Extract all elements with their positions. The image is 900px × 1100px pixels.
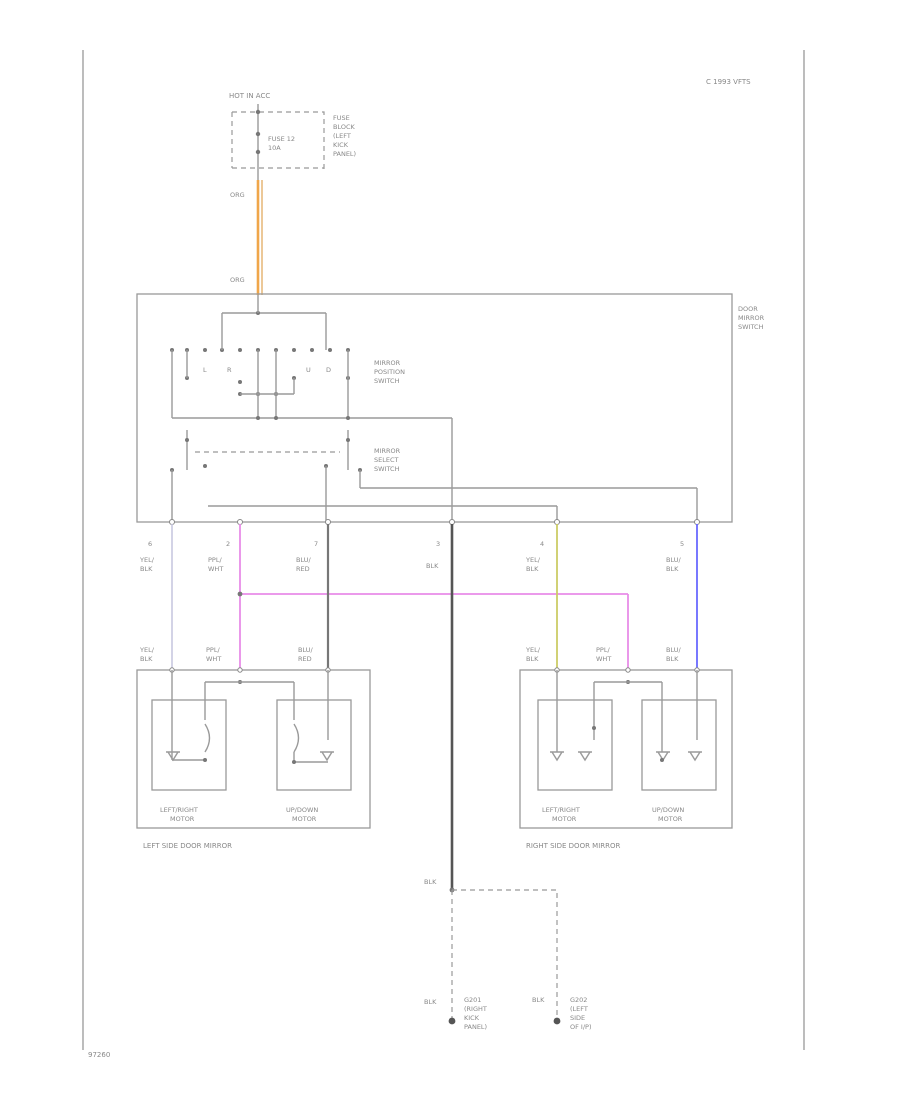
left-lr-motor-label-1: LEFT/RIGHT — [160, 806, 198, 814]
g202-wire-label: BLK — [532, 996, 545, 1004]
right-ud-motor-label-2: MOTOR — [658, 815, 683, 823]
pin-4-number: 4 — [540, 540, 544, 548]
fuse-label-1: FUSE 12 — [268, 135, 295, 143]
pin-7-wire-1: BLU/ — [296, 556, 312, 564]
right-ud-motor — [641, 699, 717, 791]
power-source-label: HOT IN ACC — [229, 92, 270, 100]
position-switch-label-2: POSITION — [374, 368, 405, 376]
pin-4-wire-2: BLK — [526, 565, 539, 573]
fuse-label-2: 10A — [268, 144, 281, 152]
left-mirror-wire-2b: WHT — [206, 655, 221, 663]
ground-circuit: BLK BLK G201 (RIGHT KICK PANEL) BLK G202… — [424, 878, 591, 1031]
wire-org-label-bottom: ORG — [230, 276, 245, 284]
contact-letter-l: L — [203, 366, 207, 374]
g202-label-1: G202 — [570, 996, 587, 1004]
pin-6-wire-1: YEL/ — [139, 556, 155, 564]
page-ref: 97260 — [88, 1051, 110, 1059]
pin-2-wire-2: WHT — [208, 565, 223, 573]
pin-6-number: 6 — [148, 540, 152, 548]
pin-7-number: 7 — [314, 540, 318, 548]
pin-5-wire-1: BLU/ — [666, 556, 682, 564]
g202-label-3: SIDE — [570, 1014, 585, 1022]
right-lr-motor — [537, 699, 613, 791]
right-lr-motor-icon — [550, 751, 564, 762]
page-code: C 1993 VFTS — [706, 78, 751, 86]
mirror-position-switch: L R U D MIRROR POSITION SWITCH — [170, 295, 453, 522]
right-mirror-wire-2b: WHT — [596, 655, 611, 663]
right-mirror-title: RIGHT SIDE DOOR MIRROR — [526, 842, 621, 850]
g202-label-2: (LEFT — [570, 1005, 588, 1013]
g201-label-2: (RIGHT — [464, 1005, 487, 1013]
pin-2-wire-1: PPL/ — [208, 556, 222, 564]
pin-labels: 6 YEL/ BLK 2 PPL/ WHT 7 BLU/ RED 3 BLK 4… — [139, 540, 684, 573]
right-mirror-wire-1b: BLK — [526, 655, 539, 663]
pin-7-wire-2: RED — [296, 565, 310, 573]
door-mirror-switch-label-3: SWITCH — [738, 323, 764, 331]
pin-4-wire-1: YEL/ — [525, 556, 541, 564]
left-ud-motor — [276, 699, 352, 791]
left-mirror-wire-3a: BLU/ — [298, 646, 314, 654]
left-lr-motor — [151, 699, 227, 791]
left-lr-motor-icon — [166, 751, 180, 762]
contact-letter-r: R — [227, 366, 232, 374]
left-side-door-mirror: YEL/ BLK PPL/ WHT BLU/ RED LEFT/RIGHT MO… — [136, 646, 371, 850]
door-mirror-switch-label-1: DOOR — [738, 305, 758, 313]
g201-label-1: G201 — [464, 996, 481, 1004]
fuse-block-label-1: FUSE — [333, 114, 350, 122]
fuse-block: HOT IN ACC FUSE 12 10A FUSE BLOCK (LEFT … — [229, 92, 356, 180]
right-lr-motor-label-1: LEFT/RIGHT — [542, 806, 580, 814]
pin-6-wire-2: BLK — [140, 565, 153, 573]
right-mirror-wire-3a: BLU/ — [666, 646, 682, 654]
wire-org-label-top: ORG — [230, 191, 245, 199]
right-side-door-mirror: YEL/ BLK PPL/ WHT BLU/ BLK LEFT/RIGHT MO… — [519, 646, 733, 850]
g202-label-4: OF I/P) — [570, 1023, 591, 1031]
right-lr-motor-label-2: MOTOR — [552, 815, 577, 823]
left-mirror-title: LEFT SIDE DOOR MIRROR — [143, 842, 232, 850]
pin-2-number: 2 — [226, 540, 230, 548]
fuse-block-label-5: PANEL) — [333, 150, 356, 158]
door-mirror-switch-box — [136, 293, 733, 523]
door-mirror-switch-label-2: MIRROR — [738, 314, 765, 322]
pin-5-number: 5 — [680, 540, 684, 548]
left-mirror-wire-1a: YEL/ — [139, 646, 155, 654]
fuse-block-label-4: KICK — [333, 141, 349, 149]
ground-wire-label: BLK — [424, 878, 437, 886]
right-mirror-wire-3b: BLK — [666, 655, 679, 663]
pin-3-number: 3 — [436, 540, 440, 548]
mirror-select-switch: MIRROR SELECT SWITCH — [170, 430, 698, 522]
g201-wire-label: BLK — [424, 998, 437, 1006]
contact-letter-d: D — [326, 366, 331, 374]
left-mirror-wire-2a: PPL/ — [206, 646, 220, 654]
fuse-block-label-2: BLOCK — [333, 123, 356, 131]
fuse-icon — [255, 131, 261, 137]
select-switch-label-2: SELECT — [374, 456, 398, 464]
fuse-block-label-3: (LEFT — [333, 132, 351, 140]
ground-g201-icon — [448, 1017, 456, 1025]
g201-label-4: PANEL) — [464, 1023, 487, 1031]
left-mirror-wire-1b: BLK — [140, 655, 153, 663]
position-switch-label-3: SWITCH — [374, 377, 400, 385]
contact-letter-u: U — [306, 366, 311, 374]
right-ud-motor-label-1: UP/DOWN — [652, 806, 684, 814]
left-mirror-wire-3b: RED — [298, 655, 312, 663]
left-ud-motor-icon — [320, 751, 334, 762]
splice-ppl-wht — [237, 591, 243, 597]
select-switch-label-3: SWITCH — [374, 465, 400, 473]
connector-pins — [169, 519, 700, 525]
left-lr-motor-label-2: MOTOR — [170, 815, 195, 823]
ground-g202-icon — [553, 1017, 561, 1025]
position-switch-label-1: MIRROR — [374, 359, 401, 367]
pin-3-wire-1: BLK — [426, 562, 439, 570]
pin-5-wire-2: BLK — [666, 565, 679, 573]
g201-label-3: KICK — [464, 1014, 480, 1022]
right-mirror-wire-2a: PPL/ — [596, 646, 610, 654]
select-switch-label-1: MIRROR — [374, 447, 401, 455]
left-ud-motor-label-1: UP/DOWN — [286, 806, 318, 814]
right-mirror-wire-1a: YEL/ — [525, 646, 541, 654]
left-ud-motor-label-2: MOTOR — [292, 815, 317, 823]
